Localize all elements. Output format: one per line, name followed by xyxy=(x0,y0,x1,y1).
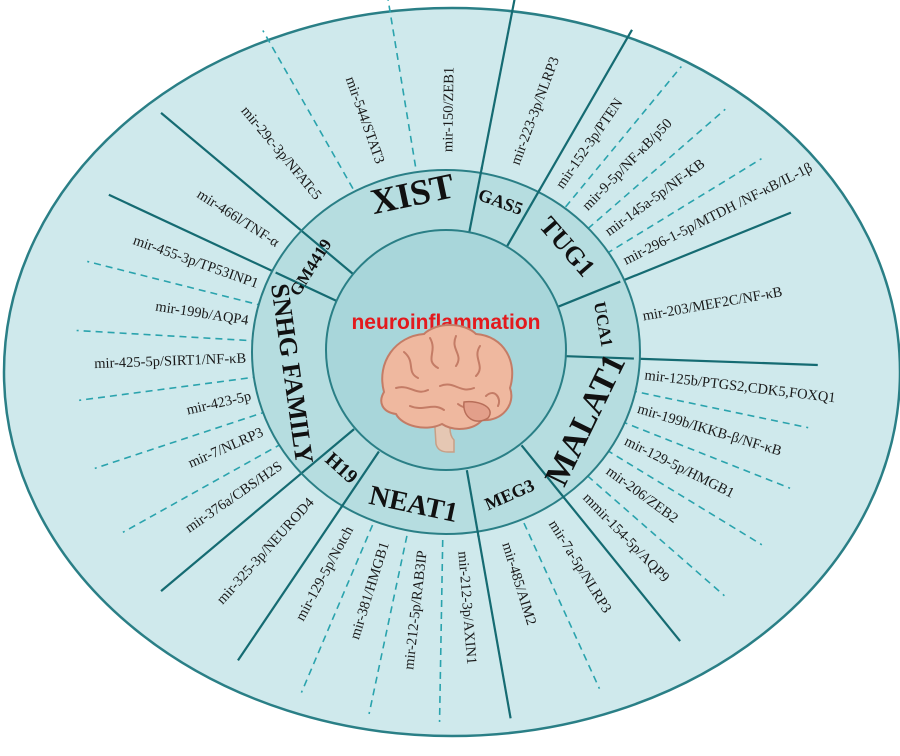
lncrna-divider xyxy=(301,230,355,276)
lncrna-divider xyxy=(275,271,338,303)
lncrna-sector-lines xyxy=(275,167,634,538)
mirna-divider xyxy=(79,375,260,402)
mirna-sector-lines xyxy=(76,0,818,722)
mirna-divider xyxy=(300,524,374,693)
mirna-divider xyxy=(587,108,726,230)
mirna-divider xyxy=(87,260,264,307)
mirna-target-label: mir-425-5p/SIRT1/NF-κB xyxy=(94,351,246,373)
sector-divider xyxy=(562,495,681,642)
lncrna-divider xyxy=(520,444,566,499)
lncrna-divider xyxy=(339,450,380,509)
sector-divider xyxy=(631,357,818,367)
sector-divider xyxy=(160,470,305,592)
mirna-divider xyxy=(523,522,601,690)
lncrna-divider xyxy=(505,188,541,249)
sector-divider xyxy=(538,29,633,192)
mirna-divider xyxy=(76,329,259,342)
mirna-divider xyxy=(387,0,417,167)
mirna-divider xyxy=(620,420,791,489)
mirna-divider xyxy=(262,30,354,190)
mirna-divider xyxy=(586,475,725,597)
sector-divider xyxy=(108,193,278,275)
lncrna-divider xyxy=(556,280,621,309)
center-title: neuroinflammation xyxy=(351,311,540,334)
lncrna-divider xyxy=(301,428,355,474)
sector-divider xyxy=(237,505,343,662)
mirna-divider xyxy=(438,539,444,722)
mirna-divider xyxy=(629,389,809,429)
brain-icon xyxy=(380,324,514,453)
mirna-target-label: mir-150/ZEB1 xyxy=(440,67,457,152)
lncrna-divider xyxy=(465,469,480,538)
sector-divider xyxy=(480,0,516,170)
mirna-divider xyxy=(94,410,268,470)
lncrna-divider xyxy=(467,167,483,235)
mirna-divider xyxy=(122,442,283,534)
mirna-divider xyxy=(606,449,763,546)
mirna-divider xyxy=(605,157,762,255)
sector-divider xyxy=(477,534,512,719)
mirna-divider xyxy=(368,535,408,715)
lncrna-divider xyxy=(565,355,634,360)
sector-divider xyxy=(160,112,305,234)
sector-divider xyxy=(618,211,792,284)
mirna-divider xyxy=(564,65,682,208)
